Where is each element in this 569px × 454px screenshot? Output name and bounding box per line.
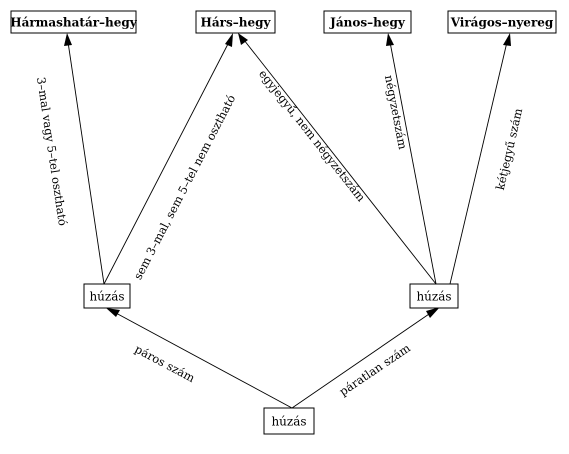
edges (64, 33, 511, 409)
edge-label-ketjegyu: kétjegyű szám (493, 107, 525, 192)
arrowhead-janos (386, 33, 394, 46)
node-draw-root: húzás (263, 407, 315, 435)
edge-label-paros-szam: páros szám (132, 342, 197, 385)
node-viragos: Virágos–nyereg (447, 10, 557, 34)
arrowhead-left-draw (106, 308, 120, 317)
edge-right-to-janos (389, 41, 437, 285)
node-draw-root-label: húzás (271, 415, 306, 429)
edge-label-negyzetszam: négyzetszám (382, 74, 410, 151)
edge-right-to-viragos (449, 41, 508, 285)
edge-label-egyjegyu: egyjegyű, nem négyzetszám (256, 67, 368, 204)
node-harmashatar: Hármashatár–hegy (10, 10, 138, 34)
arrowhead-harmashatar (64, 33, 72, 46)
edge-root-to-left-draw (113, 311, 293, 409)
edge-left-to-harmashatar (67, 41, 105, 285)
node-draw-right: húzás (409, 283, 459, 309)
arrowhead-hars-from-right (238, 33, 248, 45)
edge-right-to-hars (243, 39, 437, 285)
node-hars: Hárs–hegy (195, 10, 276, 34)
node-janos-label: János–hegy (329, 16, 406, 30)
edge-left-to-hars (103, 41, 230, 285)
node-draw-left-label: húzás (89, 290, 124, 304)
edge-root-to-right-draw (291, 311, 433, 409)
arrowhead-hars-from-left (225, 33, 233, 47)
edge-label-nem-oszthato: sem 3–mal, sem 5–tel nem osztható (131, 92, 239, 281)
node-viragos-label: Virágos–nyereg (450, 16, 554, 30)
node-hars-label: Hárs–hegy (201, 16, 272, 30)
node-draw-right-label: húzás (416, 290, 451, 304)
node-janos: János–hegy (323, 10, 412, 34)
edge-labels: páros szám páratlan szám 3–mal vagy 5–te… (34, 67, 525, 399)
node-draw-left: húzás (83, 283, 131, 309)
arrowhead-viragos (503, 33, 511, 46)
node-harmashatar-label: Hármashatár–hegy (10, 16, 138, 30)
arrowhead-right-draw (426, 307, 440, 318)
edge-label-oszthato-3-5: 3–mal vagy 5–tel osztható (34, 76, 70, 227)
